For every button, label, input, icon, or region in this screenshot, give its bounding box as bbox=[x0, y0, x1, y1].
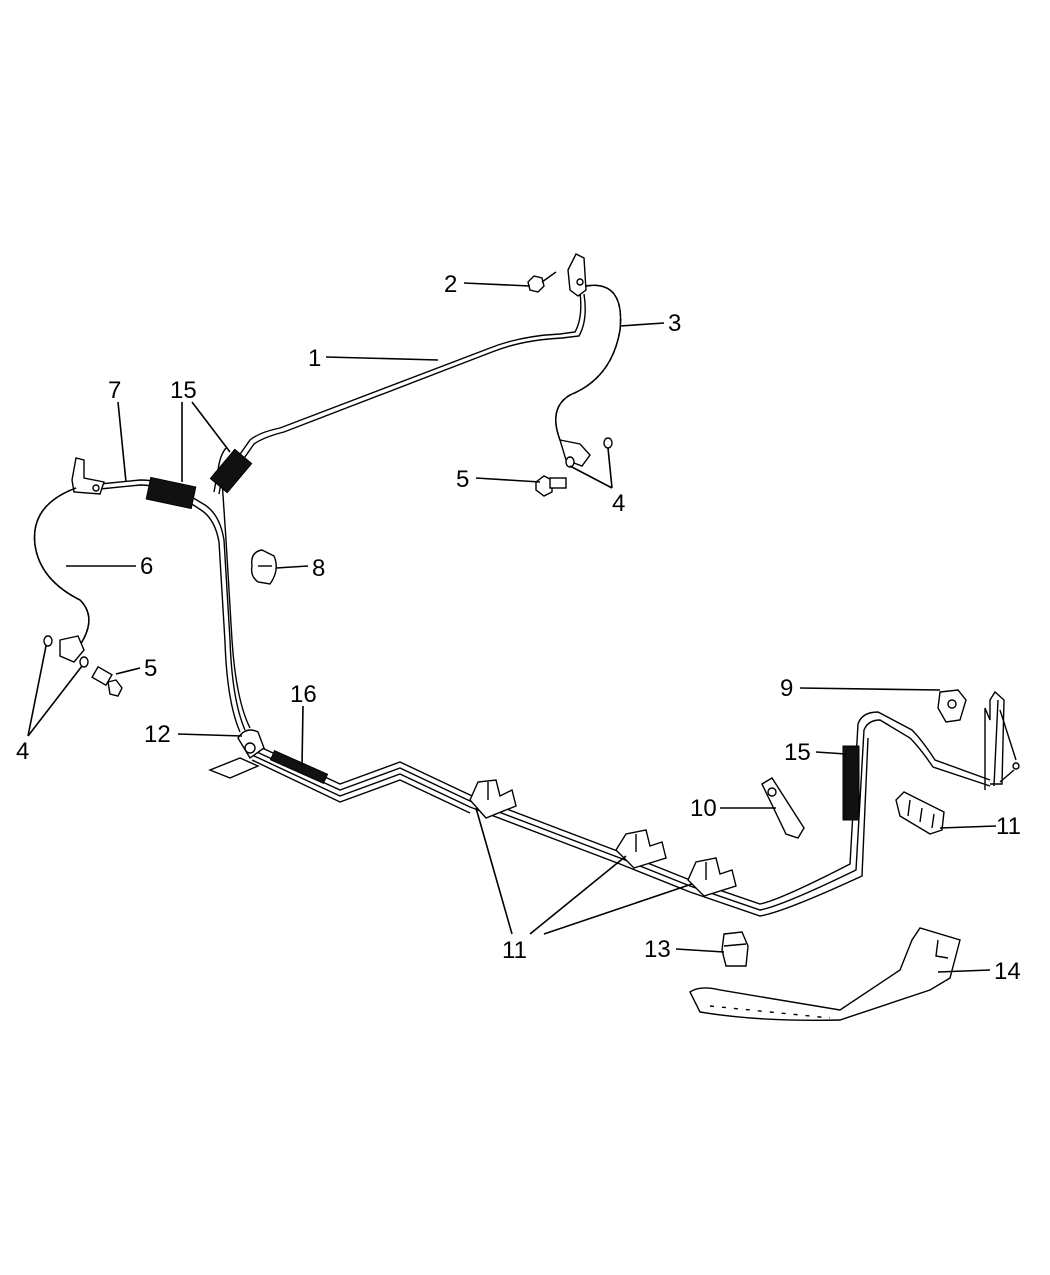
callout-11b: 11 bbox=[502, 937, 527, 964]
callout-15a: 15 bbox=[170, 377, 197, 404]
callout-12: 12 bbox=[144, 721, 171, 748]
bracket-part-9 bbox=[937, 689, 967, 723]
callout-16: 16 bbox=[290, 681, 317, 708]
tube-sleeve-16 bbox=[269, 749, 329, 785]
brake-hose-left bbox=[33, 487, 90, 663]
tube-sleeve-left bbox=[145, 448, 253, 510]
callout-5a: 5 bbox=[456, 466, 469, 493]
callout-11a: 11 bbox=[996, 813, 1021, 840]
clip-part-8 bbox=[250, 549, 277, 585]
tube-sleeve-right bbox=[842, 745, 860, 821]
callout-labels: 1 2 3 5 4 7 15 6 8 5 4 12 16 9 15 10 11 … bbox=[16, 271, 1021, 985]
callout-4a: 4 bbox=[612, 490, 625, 517]
hose-bracket-left bbox=[71, 457, 105, 495]
callout-3: 3 bbox=[668, 310, 681, 337]
brake-tube-rear-right bbox=[984, 690, 1020, 790]
clip-part-10 bbox=[761, 777, 805, 839]
callout-2: 2 bbox=[444, 271, 457, 298]
shield-part-14 bbox=[689, 927, 961, 1022]
clip-part-13 bbox=[721, 931, 749, 967]
callout-6: 6 bbox=[140, 553, 153, 580]
brake-hose-right bbox=[555, 284, 622, 467]
callout-5b: 5 bbox=[144, 655, 157, 682]
callout-10: 10 bbox=[690, 795, 717, 822]
brake-tube-rear bbox=[244, 711, 991, 917]
callout-9: 9 bbox=[780, 675, 793, 702]
callout-13: 13 bbox=[644, 936, 671, 963]
hose-bracket-right bbox=[567, 253, 587, 297]
tube-clip-2 bbox=[615, 829, 667, 869]
banjo-bolt-right bbox=[535, 437, 613, 497]
bolt-part-2 bbox=[527, 271, 557, 293]
tube-clip-3 bbox=[687, 857, 737, 897]
callout-15b: 15 bbox=[784, 739, 811, 766]
callout-1: 1 bbox=[308, 345, 321, 372]
bracket-part-12 bbox=[208, 729, 265, 779]
banjo-bolt-left bbox=[43, 635, 123, 697]
callout-7: 7 bbox=[108, 377, 121, 404]
callout-14: 14 bbox=[994, 958, 1021, 985]
callout-8: 8 bbox=[312, 555, 325, 582]
tube-clip-1 bbox=[469, 779, 517, 819]
brake-tube-front bbox=[221, 291, 586, 485]
tube-clip-4 bbox=[895, 791, 945, 835]
leader-lines bbox=[27, 282, 997, 973]
callout-4b: 4 bbox=[16, 738, 29, 765]
